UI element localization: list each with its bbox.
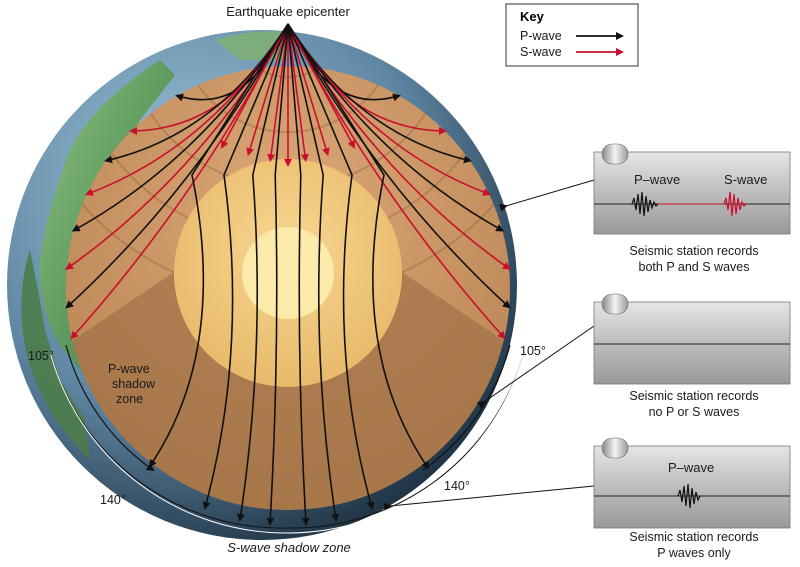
connector-station-2 <box>476 325 595 409</box>
station-1-caption-line1: Seismic station records <box>629 244 758 258</box>
ray-p-wave-core-2 <box>236 23 289 522</box>
epicenter-label: Earthquake epicenter <box>226 4 350 19</box>
station-2-caption-line1: Seismic station records <box>629 389 758 403</box>
ray-s-wave-core-6 <box>287 23 355 149</box>
seismograph-station-3: P–wave Seismic station records P waves o… <box>593 437 791 560</box>
station-1-p-label: P–wave <box>634 172 680 187</box>
connector-station-1 <box>499 179 595 212</box>
s-shadow-arc-outline <box>49 351 525 534</box>
station-1-roll <box>601 143 629 165</box>
ray-p-wave-core-4 <box>287 23 310 526</box>
legend-key: Key P-wave S-wave <box>505 3 639 67</box>
ray-p-wave-core-3 <box>266 23 289 526</box>
station-3-caption-line2: P waves only <box>657 546 731 560</box>
station-2-roll <box>601 293 629 315</box>
ray-p-wave-core-1 <box>202 23 289 510</box>
ray-p-wave-9 <box>71 23 289 232</box>
angle-140-right: 140° <box>444 479 470 493</box>
shadow-zone-annotations: 105° 105° 140° 140° P-wave shadow zone S… <box>28 344 546 555</box>
station-connectors <box>383 179 595 511</box>
connector-station-3 <box>383 485 595 511</box>
seismic-ray-paths <box>65 23 511 526</box>
key-p-label: P-wave <box>520 29 562 43</box>
p-shadow-arc-right <box>422 344 511 471</box>
station-3-caption-line1: Seismic station records <box>629 530 758 544</box>
ray-p-wave-12 <box>287 23 511 309</box>
key-heading: Key <box>520 9 545 24</box>
station-3-drum <box>593 445 791 529</box>
ray-s-wave-core-4 <box>287 23 309 163</box>
station-1-p-trace <box>631 191 659 217</box>
ray-s-wave-core-0 <box>221 23 289 149</box>
angle-140-left: 140° <box>100 493 126 507</box>
angle-105-right: 105° <box>520 344 546 358</box>
station-3-roll <box>601 437 629 459</box>
ray-p-wave-13 <box>65 23 289 309</box>
station-1-s-trace <box>723 191 747 217</box>
s-shadow-label: S-wave shadow zone <box>227 540 351 555</box>
station-1-caption-line2: both P and S waves <box>639 260 750 274</box>
station-3-p-label: P–wave <box>668 460 714 475</box>
inner-core <box>242 227 334 319</box>
ray-s-wave-core-1 <box>246 23 289 157</box>
seismograph-station-1: P–wave S-wave Seismic station records bo… <box>593 143 791 274</box>
ray-p-wave-core-6 <box>287 23 375 510</box>
ray-p-wave-core-7 <box>287 23 430 470</box>
ray-s-wave-core-2 <box>267 23 289 163</box>
station-1-s-label: S-wave <box>724 172 767 187</box>
ray-p-wave-core-0 <box>148 23 289 468</box>
s-shadow-arc <box>49 351 525 529</box>
station-2-drum <box>593 301 791 385</box>
ray-p-wave-8 <box>287 23 505 232</box>
key-s-label: S-wave <box>520 45 562 59</box>
ray-s-wave-core-5 <box>287 23 330 157</box>
station-1-drum <box>593 151 791 235</box>
p-shadow-line2: shadow <box>112 377 156 391</box>
station-3-p-trace <box>677 483 701 509</box>
p-shadow-line1: P-wave <box>108 362 150 376</box>
angle-105-left: 105° <box>28 349 54 363</box>
ray-p-wave-core-5 <box>287 23 340 522</box>
p-shadow-line3: zone <box>116 392 143 406</box>
p-shadow-arc-left <box>65 344 155 472</box>
seismograph-station-2: Seismic station records no P or S waves <box>593 293 791 419</box>
station-2-caption-line2: no P or S waves <box>649 405 740 419</box>
